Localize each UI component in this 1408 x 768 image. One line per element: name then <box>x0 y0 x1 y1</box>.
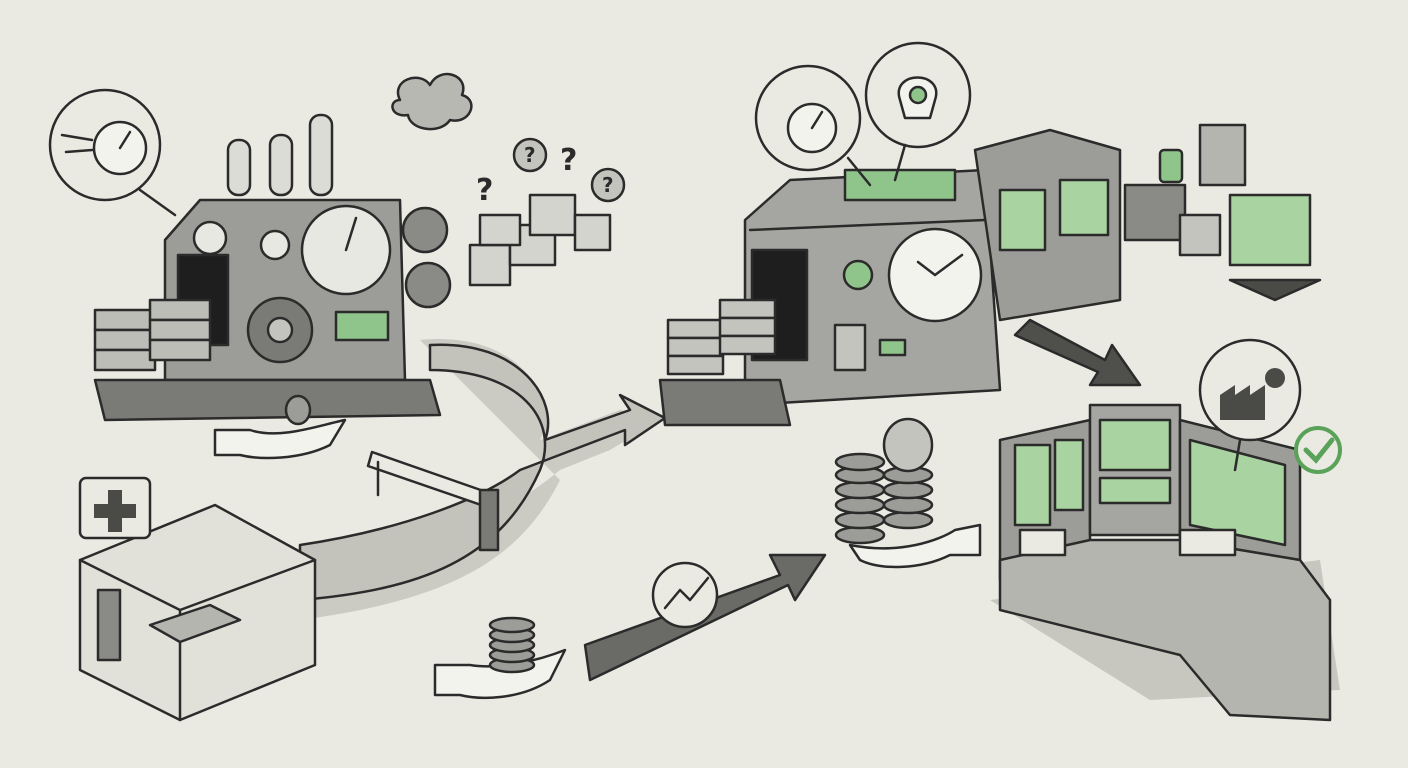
growth-arrow <box>583 553 827 682</box>
legacy-machine <box>93 113 452 422</box>
checkmark-icon <box>1294 426 1342 474</box>
clinic-room <box>78 476 317 722</box>
hand-with-coin <box>213 394 347 460</box>
svg-text:?: ? <box>602 173 614 197</box>
control-center-console <box>990 403 1340 722</box>
svg-text:?: ? <box>524 143 536 167</box>
hand-with-coin-stack <box>433 616 567 699</box>
lightbulb-gear-icon <box>864 41 972 182</box>
modern-machine <box>658 123 1322 427</box>
svg-text:?: ? <box>560 143 577 178</box>
unknown-blocks <box>468 193 612 287</box>
stopwatch-icon <box>754 64 872 187</box>
svg-text:?: ? <box>476 173 493 208</box>
factory-gear-icon <box>1198 338 1302 472</box>
smoke-cloud <box>391 73 473 131</box>
hand-with-coin-stacks <box>834 417 982 569</box>
gear-icon <box>842 259 874 291</box>
question-mark-icon: ? ? ? ? <box>476 137 626 208</box>
down-right-arrow <box>1013 318 1142 387</box>
stopwatch-icon <box>48 88 177 217</box>
green-meter <box>334 310 390 342</box>
barrier-gate <box>366 450 500 552</box>
curved-arrow <box>298 343 667 602</box>
